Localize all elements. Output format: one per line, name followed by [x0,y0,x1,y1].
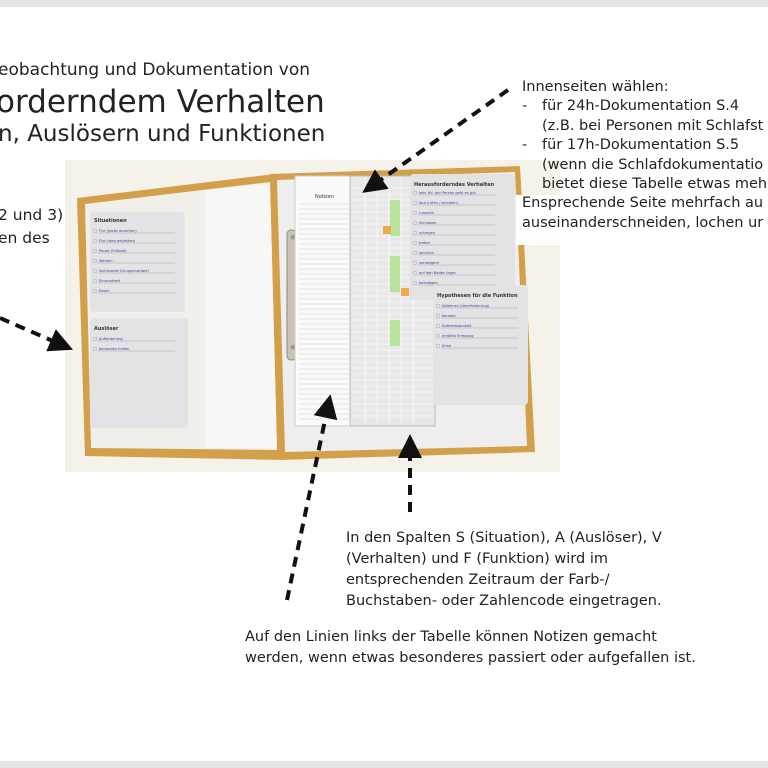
left-note: 2 und 3) en des [0,204,63,250]
notizen-heading: Notizen [315,194,334,200]
handwritten-item: Kontakt [442,314,456,318]
handwritten-item: treten [419,241,430,245]
situationen-heading: Situationen [94,218,127,224]
ausloeser-card [90,318,188,428]
handwritten-item: Einzelarbeit [99,279,121,283]
bottom-border [0,761,768,768]
handwritten-item: rumpeln [419,211,434,215]
arrow-to-inner-pages [362,88,510,193]
right-note-line: auseinanderschneiden, lochen ur [522,214,764,231]
left-note-line: 2 und 3) [0,206,64,224]
handwritten-item: kein HV, der Person geht es gut [419,191,476,195]
ausloeser-heading: Auslöser [94,326,119,332]
handwritten-item: Krise [442,344,452,348]
top-border [0,0,768,7]
right-note-line: Ensprechende Seite mehrfach au [522,195,764,212]
right-note-item: bietet diese Tabelle etwas meh [542,176,768,193]
notes-note: Auf den Linien links der Tabelle können … [245,627,696,669]
columns-note-line: (Verhalten) und F (Funktion) wird im [346,551,608,567]
handwritten-item: Werken [99,259,112,263]
handwritten-item: beleidigen [419,281,438,285]
situationen-card [90,212,185,312]
handwritten-item: Aufforderung [99,337,123,341]
handwritten-item: spucken [419,251,434,255]
verhalten-card [410,174,515,299]
left-note-line: en des [0,229,50,247]
title-line-3: n, Auslösern und Funktionen [0,121,326,147]
handwritten-item: laut (rufen / schreien) [419,201,459,205]
handwritten-item: Flur (Jacke anziehen) [99,229,137,233]
handwritten-item: Flur (weg begleiten) [99,239,136,243]
verhalten-heading: Herausforderndes Verhalten [414,182,495,188]
handwritten-item: verweigern [419,261,439,265]
notes-note-line: werden, wenn etwas besonderes passiert o… [245,650,696,666]
handwritten-item: schlagen [419,231,435,235]
right-note-item: (z.B. bei Personen mit Schlafst [542,117,764,134]
handwritten-item: Jemanden helfen [98,347,129,351]
hypothesen-card [433,285,528,405]
hypothesen-heading: Hypothesen für die Funktion [437,293,518,299]
handwritten-item: Sachkunde (Gruppenarbeit) [99,269,149,273]
right-note-heading: Innenseiten wählen: [522,79,669,95]
right-note-item: -für 17h-Dokumentation S.5 [522,137,740,154]
right-note-item: -für 24h-Dokumentation S.4 [522,98,740,115]
handwritten-item: Essen [99,289,110,293]
title-line-2: orderndem Verhalten [0,84,325,120]
title-line-1: eobachtung und Dokumentation von [0,60,311,80]
columns-note: In den Spalten S (Situation), A (Auslöse… [346,528,662,612]
right-note: Innenseiten wählen: -für 24h-Dokumentati… [522,78,767,233]
handwritten-item: Ablehnen (Überforderung) [442,303,490,308]
right-note-item: (wenn die Schlafdokumentatio [542,156,764,173]
columns-note-line: In den Spalten S (Situation), A (Auslöse… [346,530,662,546]
handwritten-item: auf den Boden legen [419,271,456,275]
arrow-to-notes [285,394,338,601]
columns-note-line: Buchstaben- oder Zahlencode eingetragen. [346,593,662,609]
handwritten-item: erhöhte Erregung [442,334,474,338]
handwritten-item: Schubsen [419,221,436,225]
handwritten-item: Pause (Fußball) [99,249,127,253]
arrow-left-to-cards [0,316,74,352]
handwritten-item: Aufmerksamkeit [442,324,472,328]
right-note-backing [516,195,768,245]
notes-note-line: Auf den Linien links der Tabelle können … [245,629,657,645]
columns-note-line: entsprechenden Zeitraum der Farb-/ [346,572,610,588]
binder-photo: Situationen Auslöser Notizen Herausforde… [65,160,560,472]
